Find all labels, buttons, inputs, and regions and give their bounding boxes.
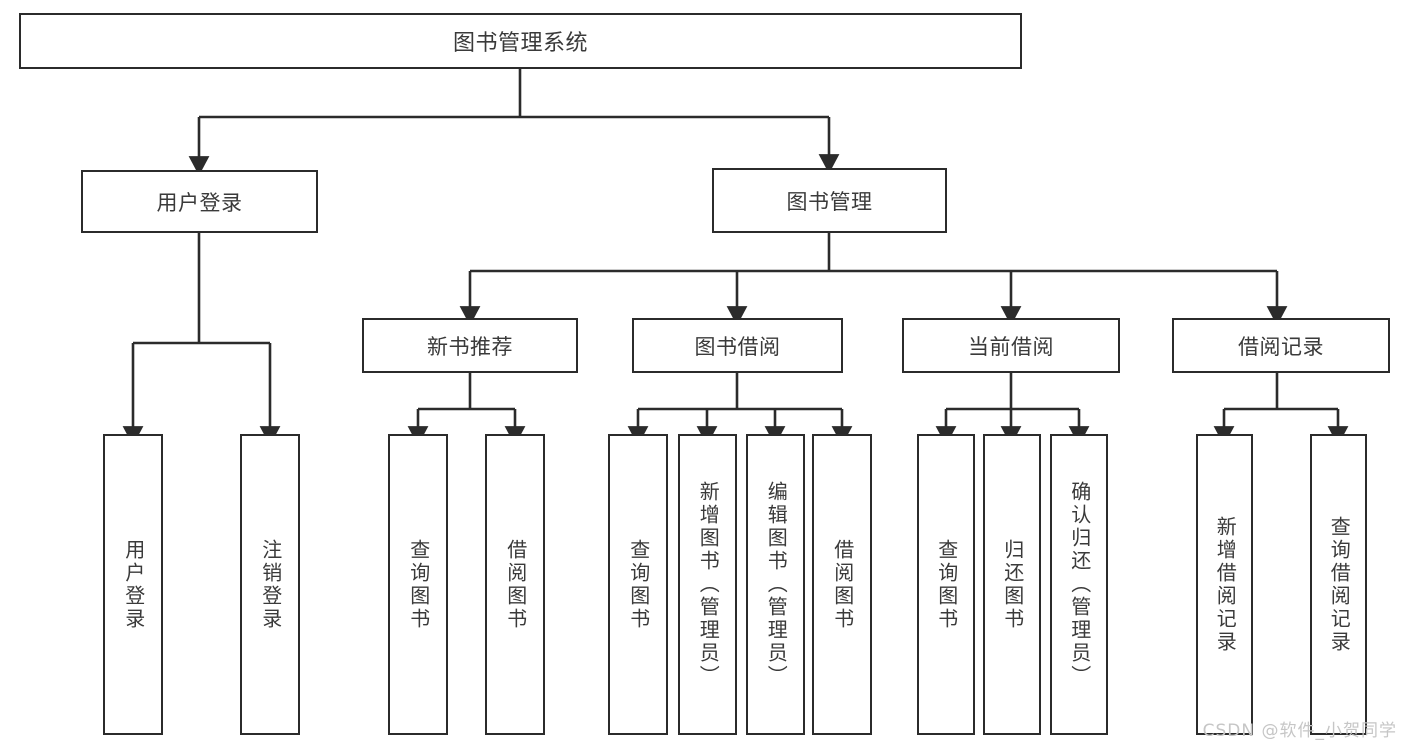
leaf-record-query-record[interactable]: 查询借阅记录 (1310, 434, 1367, 735)
node-label: 借阅图书 (830, 538, 855, 631)
leaf-borrow-add-book-admin[interactable]: 新增图书（管理员） (678, 434, 737, 735)
node-label: 新书推荐 (427, 334, 513, 359)
leaf-current-query-book[interactable]: 查询图书 (917, 434, 975, 735)
node-borrow-record[interactable]: 借阅记录 (1172, 318, 1390, 373)
node-new-book-recommend[interactable]: 新书推荐 (362, 318, 578, 373)
node-label: 图书管理 (786, 189, 873, 214)
node-label: 用户登录 (156, 190, 243, 215)
leaf-newbook-borrow-book[interactable]: 借阅图书 (485, 434, 545, 735)
leaf-newbook-query-book[interactable]: 查询图书 (388, 434, 448, 735)
leaf-user-login-signout[interactable]: 注销登录 (240, 434, 300, 735)
node-root-system[interactable]: 图书管理系统 (19, 13, 1022, 69)
node-current-borrow[interactable]: 当前借阅 (902, 318, 1120, 373)
node-label: 归还图书 (1000, 538, 1025, 631)
leaf-user-login-signin[interactable]: 用户登录 (103, 434, 163, 735)
node-label: 查询图书 (406, 538, 431, 631)
leaf-current-return-book[interactable]: 归还图书 (983, 434, 1041, 735)
node-label: 查询图书 (934, 538, 959, 631)
node-label: 查询图书 (626, 538, 651, 631)
node-label: 当前借阅 (968, 334, 1054, 359)
node-label: 新增图书（管理员） (696, 481, 721, 688)
watermark-text: CSDN @软件_小贺同学 (1202, 721, 1397, 741)
leaf-borrow-query-book[interactable]: 查询图书 (608, 434, 668, 735)
node-label: 注销登录 (258, 538, 283, 631)
node-label: 借阅图书 (503, 538, 528, 631)
node-label: 借阅记录 (1238, 334, 1324, 359)
node-label: 新增借阅记录 (1213, 515, 1238, 654)
node-label: 图书管理系统 (452, 31, 588, 56)
node-label: 用户登录 (121, 538, 146, 631)
leaf-borrow-borrow-book[interactable]: 借阅图书 (812, 434, 872, 735)
leaf-current-confirm-return-admin[interactable]: 确认归还（管理员） (1050, 434, 1108, 735)
leaf-record-add-record[interactable]: 新增借阅记录 (1196, 434, 1253, 735)
node-user-login[interactable]: 用户登录 (81, 170, 318, 233)
node-label: 图书借阅 (694, 334, 781, 359)
node-book-management[interactable]: 图书管理 (712, 168, 947, 233)
node-label: 查询借阅记录 (1327, 515, 1352, 654)
node-book-borrow[interactable]: 图书借阅 (632, 318, 843, 373)
leaf-borrow-edit-book-admin[interactable]: 编辑图书（管理员） (746, 434, 805, 735)
node-label: 编辑图书（管理员） (764, 481, 789, 688)
node-label: 确认归还（管理员） (1067, 481, 1092, 688)
